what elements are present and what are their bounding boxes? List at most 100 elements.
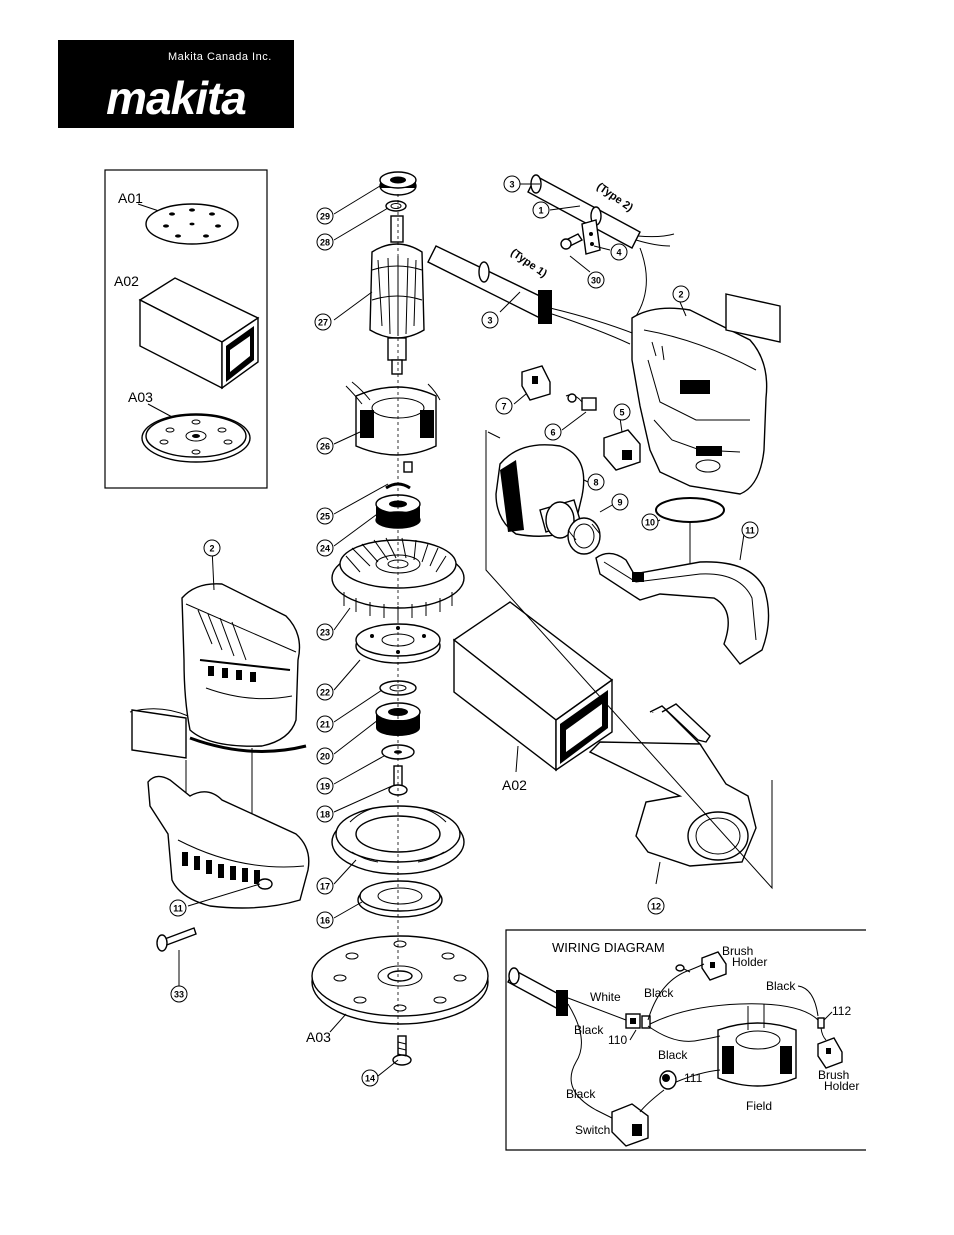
part-29-bearing [379,171,417,196]
part-2-housing-right [631,307,768,495]
callout-circle [503,175,521,193]
callout-number: 29 [320,212,330,222]
callout-circle [316,877,334,895]
callout-circle [587,473,605,491]
label-a03-main: A03 [306,1029,331,1045]
callout-c33: 33 [170,985,188,1003]
wiring-field-label: Field [746,1099,772,1113]
callout-number: 10 [645,518,655,528]
callout-number: 21 [320,720,330,730]
wiring-110: 110 [608,1033,627,1047]
callout-circle [741,521,759,539]
callout-number: 5 [619,408,624,418]
wiring-connector-112 [817,1017,825,1029]
part-2-housing-left [129,583,307,753]
callout-circle [610,243,628,261]
part-5-switch [603,429,641,471]
callout-circle [495,397,513,415]
wiring-black-1: Black [766,979,796,993]
callout-number: 7 [501,402,506,412]
callout-c2r: 2 [672,285,690,303]
callout-c18: 18 [316,805,334,823]
sanding-paper-a01 [145,203,239,245]
callout-c6: 6 [544,423,562,441]
callout-number: 12 [651,902,661,912]
callout-c7: 7 [495,397,513,415]
cord-type-1 [427,245,647,345]
callout-circle [170,985,188,1003]
callout-circle [316,715,334,733]
wiring-switch [611,1103,649,1147]
part-21-bearing [375,702,421,736]
label-plate-right [725,293,781,343]
callout-c22: 22 [316,683,334,701]
sanding-pad-a03-small [141,413,251,463]
callout-c27: 27 [314,313,332,331]
callout-c14: 14 [361,1069,379,1087]
wiring-black-2: Black [644,986,674,1000]
callout-circle [169,899,187,917]
callout-c25: 25 [316,507,334,525]
label-a01: A01 [118,190,143,206]
callout-c11l: 11 [169,899,187,917]
dust-bag-a02 [452,601,614,772]
label-a03: A03 [128,389,153,405]
callout-c4: 4 [610,243,628,261]
wiring-brush-holder-right [817,1037,843,1069]
wiring-connector-110 [625,1013,651,1029]
callout-circle [316,683,334,701]
part-11-fan-cover-left [147,775,310,909]
callout-c28: 28 [316,233,334,251]
callout-number: 18 [320,810,330,820]
callout-c17: 17 [316,877,334,895]
callout-c23: 23 [316,623,334,641]
wiring-112: 112 [832,1004,851,1018]
makita-header: Makita Canada Inc. makita [58,40,294,128]
wiring-title: WIRING DIAGRAM [552,940,665,955]
callout-c3b: 3 [481,311,499,329]
callout-circle [647,897,665,915]
label-type2: (Type 2) [594,181,635,215]
part-6-carbon-brush [565,393,597,411]
wiring-brush-holder-top [701,951,727,981]
callout-c11r: 11 [741,521,759,539]
callout-circle [314,313,332,331]
part-26-field [345,381,441,456]
callout-c21: 21 [316,715,334,733]
logo-teeth [68,118,260,126]
callout-c16: 16 [316,911,334,929]
cord-type-2 [527,174,675,255]
label-type1: (Type 1) [508,247,549,281]
part-24-bearing [375,494,421,529]
callout-number: 11 [173,904,183,914]
callout-number: 25 [320,512,330,522]
callout-number: 33 [174,990,184,1000]
callout-number: 6 [550,428,555,438]
callout-c2l: 2 [203,539,221,557]
callout-markers: 2928272625242322212019181716143143032765… [169,175,759,1087]
callout-number: 14 [365,1074,375,1084]
part-28-ring [385,200,407,212]
part-10-seal [655,497,725,523]
callout-circle [316,507,334,525]
part-17-pad-ring [331,805,465,875]
callout-circle [316,233,334,251]
callout-number: 3 [487,316,492,326]
callout-number: 4 [616,248,621,258]
callout-circle [361,1069,379,1087]
part-8-motor-housing [495,444,585,539]
logo-wordmark: makita [106,74,246,124]
part-27-armature [369,215,425,375]
callout-circle [316,777,334,795]
wiring-111: 111 [684,1071,703,1085]
callout-c19: 19 [316,777,334,795]
callout-c26: 26 [316,437,334,455]
callout-number: 11 [745,526,755,536]
callout-number: 17 [320,882,330,892]
callout-circle [316,539,334,557]
wiring-black-3: Black [574,1023,604,1037]
callout-number: 20 [320,752,330,762]
callout-number: 28 [320,238,330,248]
callout-circle [203,539,221,557]
